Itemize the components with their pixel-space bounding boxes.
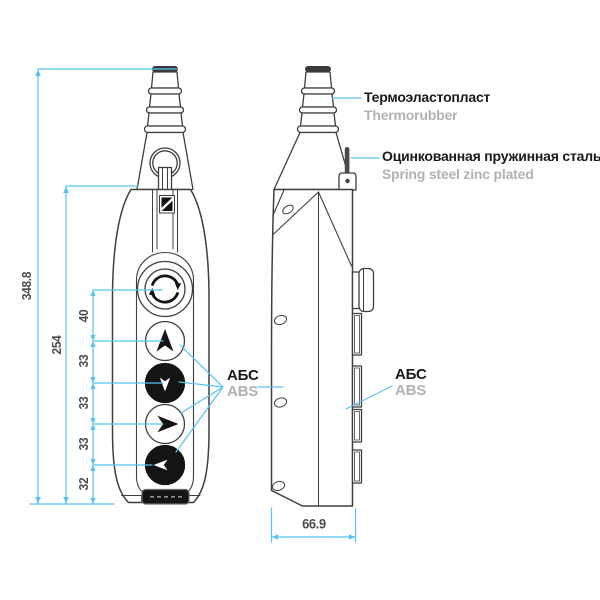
- right-arrow-icon: [157, 415, 179, 433]
- dimension-depth: 66.9: [302, 516, 326, 532]
- side-button-tabs: [351, 312, 363, 484]
- emergency-stop-side-profile: [351, 267, 375, 313]
- label-spring-steel: Оцинкованная пружинная сталь Spring stee…: [382, 148, 600, 183]
- label-abs-front-ru: АБС: [227, 367, 259, 384]
- label-abs-front-en: ABS: [227, 383, 259, 400]
- emergency-stop-button: [136, 260, 194, 318]
- dimension-arrowheads: [35, 69, 355, 540]
- dimension-chain-32: 32: [77, 477, 91, 491]
- rotate-release-arrows-icon: [151, 274, 179, 304]
- dimension-chain-40: 40: [77, 309, 91, 323]
- button-left: [144, 444, 186, 486]
- label-thermorubber: Термоэластопласт Thermorubber: [364, 89, 490, 124]
- strain-relief-side: [273, 71, 354, 191]
- label-thermorubber-ru: Термоэластопласт: [364, 89, 491, 105]
- ring-clip: [157, 166, 173, 191]
- button-right: [144, 403, 186, 445]
- up-arrow-icon: [156, 329, 174, 352]
- button-up: [144, 320, 186, 362]
- label-abs-front: АБС ABS: [227, 368, 259, 400]
- dimension-chain-33a: 33: [77, 354, 91, 368]
- dimension-chain-33b: 33: [77, 396, 91, 410]
- dimension-chain-33c: 33: [77, 437, 91, 451]
- label-abs-side-en: ABS: [395, 382, 427, 399]
- down-arrow-icon: [159, 377, 171, 392]
- label-spring-steel-ru: Оцинкованная пружинная сталь: [382, 148, 600, 164]
- strain-relief-front: [136, 71, 194, 191]
- side-view: [270, 66, 375, 507]
- dimension-lines: [29, 68, 393, 543]
- cable-end-side: [305, 66, 331, 72]
- side-body-outline: [270, 188, 354, 507]
- left-arrow-icon: [153, 459, 168, 471]
- screw-holes: [271, 314, 288, 492]
- nameplate: [141, 488, 190, 505]
- label-thermorubber-en: Thermorubber: [364, 106, 458, 123]
- label-abs-side: АБС ABS: [395, 367, 427, 399]
- label-abs-side-ru: АБС: [395, 366, 427, 383]
- dimension-overall-height: 348.8: [20, 271, 34, 301]
- brand-logo-emblem: [159, 195, 175, 214]
- spring-steel-clip: [344, 147, 350, 175]
- front-view: [111, 66, 210, 505]
- dimension-panel-height: 254: [50, 335, 64, 355]
- label-spring-steel-en: Spring steel zinc plated: [382, 165, 534, 182]
